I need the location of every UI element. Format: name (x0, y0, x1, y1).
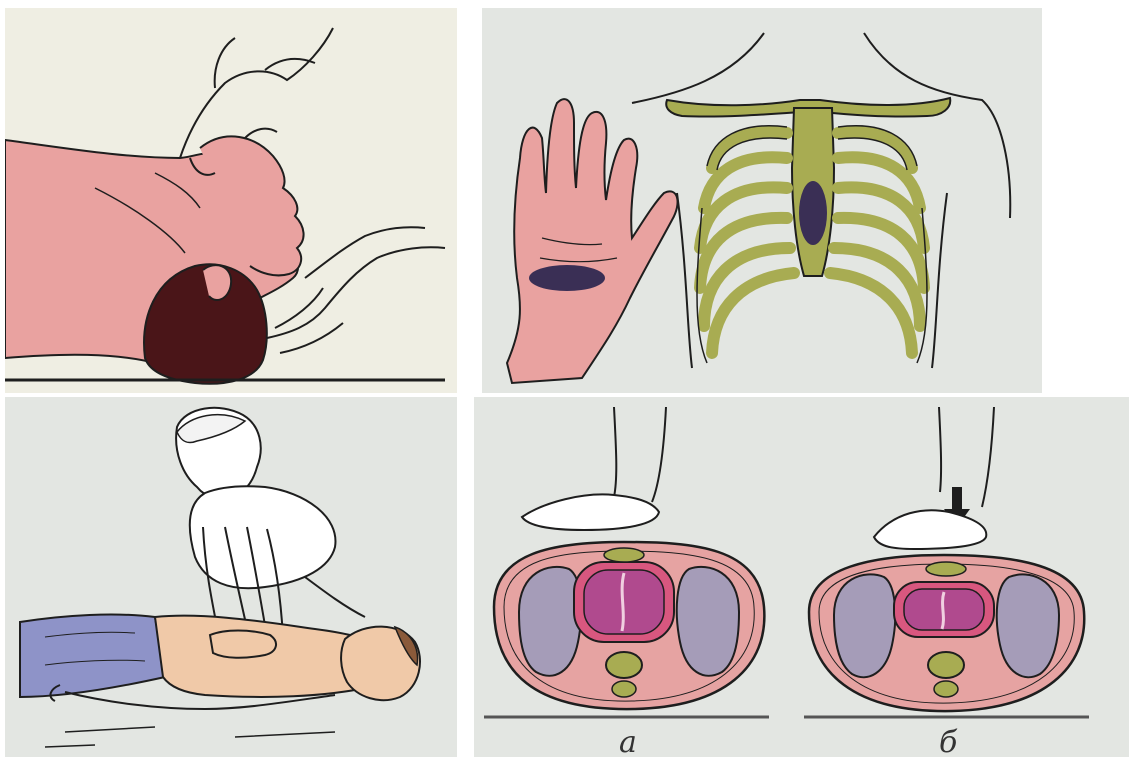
head-tilt-illustration (5, 8, 457, 393)
cpr-illustration (5, 397, 457, 757)
chest-compressions-panel (5, 397, 457, 757)
label-b: б (939, 725, 958, 757)
compression-point-panel (482, 8, 1042, 393)
ribcage-illustration (482, 8, 1042, 393)
compression-spot-sternum (799, 181, 827, 245)
head-tilt-airway-panel (5, 8, 457, 393)
cross-section-illustration: а б (474, 397, 1129, 757)
compression-spot-palm (529, 265, 605, 291)
label-a: а (619, 725, 637, 757)
cross-sections-panel: а б (474, 397, 1129, 757)
